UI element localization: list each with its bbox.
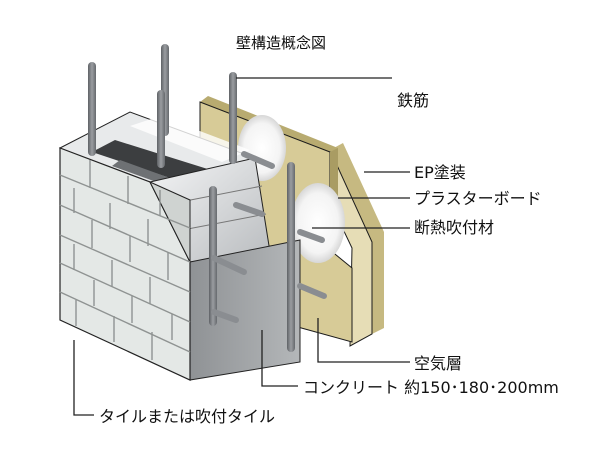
- tile-leader: [73, 340, 94, 416]
- rebar-label: 鉄筋: [397, 91, 430, 110]
- tile-face: [59, 147, 191, 381]
- rebar-rod: [229, 72, 237, 164]
- concrete-label: コンクリート 約150･180･200mm: [303, 378, 559, 397]
- leader-lines: [73, 77, 410, 416]
- tile-label: タイルまたは吹付タイル: [99, 407, 276, 426]
- insulation-label: 断熱吹付材: [414, 218, 495, 237]
- concrete-leader: [261, 330, 298, 387]
- air-layer-leader: [317, 318, 410, 363]
- ep-paint-label: EP塗装: [414, 163, 466, 182]
- rebar-rod: [157, 90, 165, 168]
- rebar-rod: [287, 162, 295, 352]
- diagram-title: 壁構造概念図: [236, 34, 327, 52]
- air-layer-label: 空気層: [414, 354, 463, 373]
- rebar-group: [88, 44, 327, 352]
- concrete-front-face: [189, 239, 301, 381]
- plasterboard-label: プラスターボード: [414, 189, 542, 208]
- insulation-spray: [291, 183, 345, 263]
- rebar-rod: [88, 62, 96, 156]
